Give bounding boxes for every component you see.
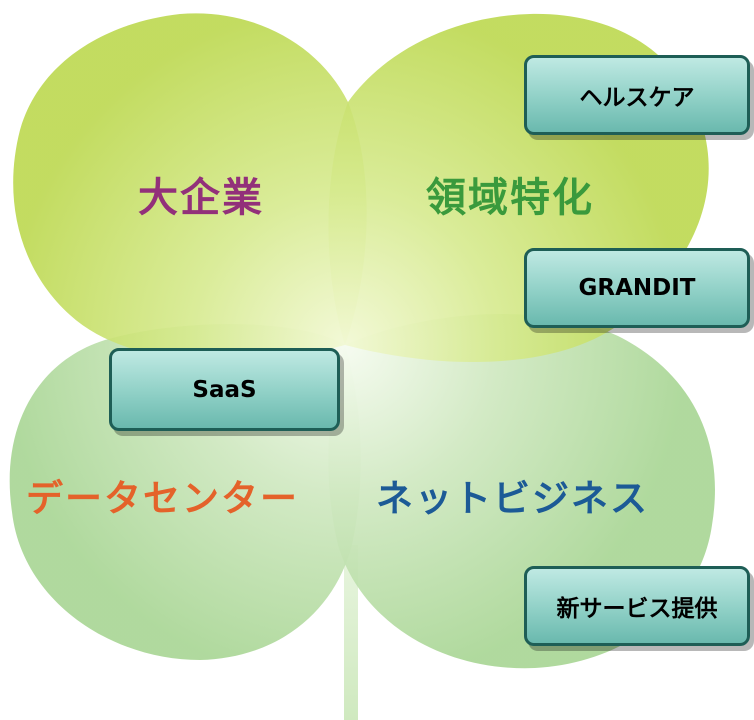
leaf-label-net-business: ネットビジネス <box>376 477 649 520</box>
new-service-button[interactable]: 新サービス提供 <box>524 566 750 646</box>
leaf-label-domain-specialization: 領域特化 <box>426 175 594 221</box>
saas-button[interactable]: SaaS <box>109 348 340 431</box>
leaf-top-left <box>13 13 367 362</box>
clover-stem <box>344 545 358 720</box>
healthcare-button[interactable]: ヘルスケア <box>524 55 750 135</box>
leaf-label-data-center: データセンター <box>26 477 299 520</box>
leaf-label-large-enterprise: 大企業 <box>138 175 264 221</box>
grandit-button[interactable]: GRANDIT <box>524 248 750 328</box>
